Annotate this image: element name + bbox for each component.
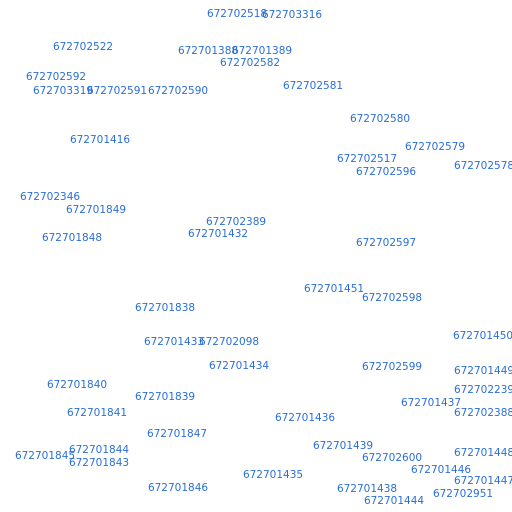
node-label[interactable]: 672701448 bbox=[453, 446, 512, 459]
node-label[interactable]: 672702599 bbox=[361, 360, 423, 373]
node-label[interactable]: 672701434 bbox=[208, 359, 270, 372]
node-label[interactable]: 672701846 bbox=[147, 481, 209, 494]
node-label[interactable]: 672702346 bbox=[19, 190, 81, 203]
node-label[interactable]: 672701841 bbox=[66, 406, 128, 419]
node-label[interactable]: 672702590 bbox=[147, 84, 209, 97]
node-label[interactable]: 672701438 bbox=[336, 482, 398, 495]
node-label[interactable]: 672701449 bbox=[453, 364, 512, 377]
node-label[interactable]: 672701840 bbox=[46, 378, 108, 391]
node-label[interactable]: 672701845 bbox=[14, 449, 76, 462]
node-label[interactable]: 672702578 bbox=[453, 159, 512, 172]
node-label[interactable]: 672701416 bbox=[69, 133, 131, 146]
node-label[interactable]: 672702591 bbox=[86, 84, 148, 97]
node-label[interactable]: 672701843 bbox=[68, 456, 130, 469]
node-label[interactable]: 672703316 bbox=[261, 8, 323, 21]
node-label[interactable]: 672701839 bbox=[134, 390, 196, 403]
node-label[interactable]: 672702582 bbox=[219, 56, 281, 69]
node-label[interactable]: 672702517 bbox=[336, 152, 398, 165]
node-label[interactable]: 672702389 bbox=[205, 215, 267, 228]
node-label[interactable]: 672702239 bbox=[453, 383, 512, 396]
node-label[interactable]: 672701439 bbox=[312, 439, 374, 452]
node-label[interactable]: 672701433 bbox=[143, 335, 205, 348]
node-label[interactable]: 672702598 bbox=[361, 291, 423, 304]
node-label[interactable]: 672701388 bbox=[177, 44, 239, 57]
node-label[interactable]: 672702600 bbox=[361, 451, 423, 464]
node-label[interactable]: 672702596 bbox=[355, 165, 417, 178]
node-label[interactable]: 672701432 bbox=[187, 227, 249, 240]
node-label[interactable]: 672701451 bbox=[303, 282, 365, 295]
node-label[interactable]: 672701450 bbox=[452, 329, 512, 342]
node-label[interactable]: 672701447 bbox=[453, 474, 512, 487]
node-label[interactable]: 672701444 bbox=[363, 494, 425, 507]
node-label[interactable]: 672701838 bbox=[134, 301, 196, 314]
node-label[interactable]: 672701389 bbox=[231, 44, 293, 57]
node-label[interactable]: 672702592 bbox=[25, 70, 87, 83]
node-label[interactable]: 672702388 bbox=[453, 406, 512, 419]
node-label[interactable]: 672701847 bbox=[146, 427, 208, 440]
node-label[interactable]: 672701435 bbox=[242, 468, 304, 481]
node-label[interactable]: 672702581 bbox=[282, 79, 344, 92]
node-label[interactable]: 672702580 bbox=[349, 112, 411, 125]
node-label[interactable]: 672702098 bbox=[198, 335, 260, 348]
node-label[interactable]: 672701437 bbox=[400, 396, 462, 409]
node-label[interactable]: 672702951 bbox=[432, 487, 494, 500]
node-label[interactable]: 672701446 bbox=[410, 463, 472, 476]
node-label[interactable]: 672701848 bbox=[41, 231, 103, 244]
node-label[interactable]: 672701849 bbox=[65, 203, 127, 216]
node-label[interactable]: 672703319 bbox=[32, 84, 94, 97]
node-label[interactable]: 672702597 bbox=[355, 236, 417, 249]
node-label[interactable]: 672702522 bbox=[52, 40, 114, 53]
node-label[interactable]: 672702579 bbox=[404, 140, 466, 153]
node-label[interactable]: 672701844 bbox=[68, 443, 130, 456]
node-label[interactable]: 672702518 bbox=[206, 7, 268, 20]
node-label[interactable]: 672701436 bbox=[274, 411, 336, 424]
